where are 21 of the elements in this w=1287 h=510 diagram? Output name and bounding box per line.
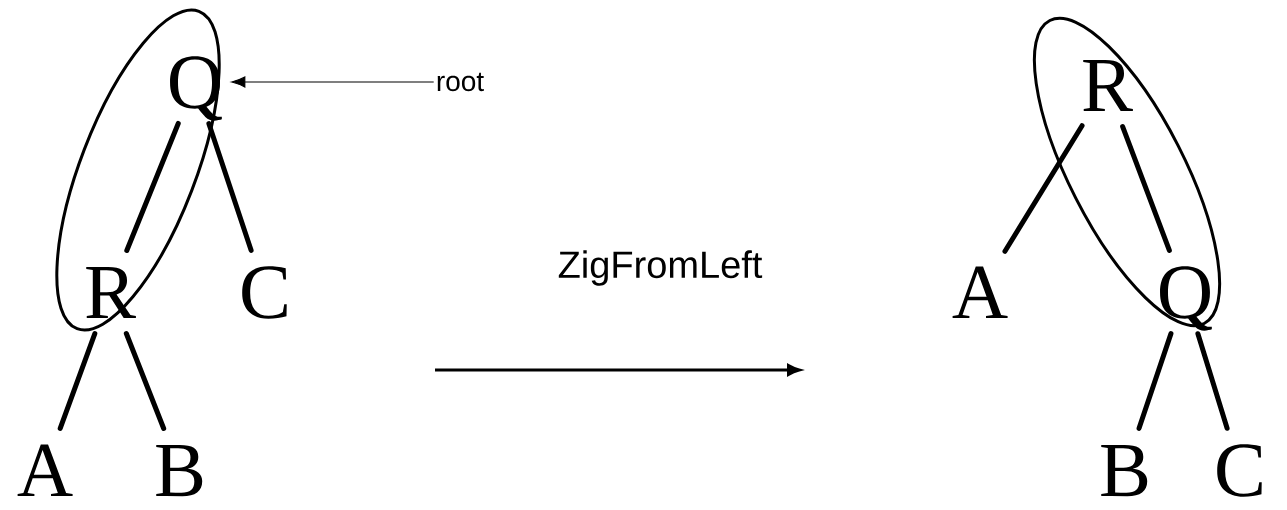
tree-branch (1195, 331, 1230, 431)
ellipse-outline (55, 8, 221, 332)
leader-arrow (231, 76, 435, 88)
tree-node-letter: B (1101, 444, 1148, 497)
tree-node-letter: Q (1160, 266, 1212, 331)
operation-label: ZigFromLeft (558, 250, 763, 286)
tree-node-letter: B (156, 444, 203, 497)
tree-node-letter: R (86, 266, 136, 318)
tree-node-letter: C (1217, 444, 1262, 497)
tree-branch (1136, 331, 1174, 431)
tree-branch (206, 121, 254, 253)
tree-branch (124, 120, 181, 253)
tree-node-letter: A (952, 266, 1008, 318)
tree-branch (57, 331, 98, 431)
tree-branch (123, 331, 167, 431)
tree-node-letter: R (1083, 59, 1133, 111)
tree-branch (1120, 124, 1172, 253)
leader-text: root (437, 72, 484, 92)
tree-branch (1002, 123, 1085, 254)
tree-node-letter: C (242, 266, 287, 319)
tree-node-letter: A (17, 444, 73, 496)
